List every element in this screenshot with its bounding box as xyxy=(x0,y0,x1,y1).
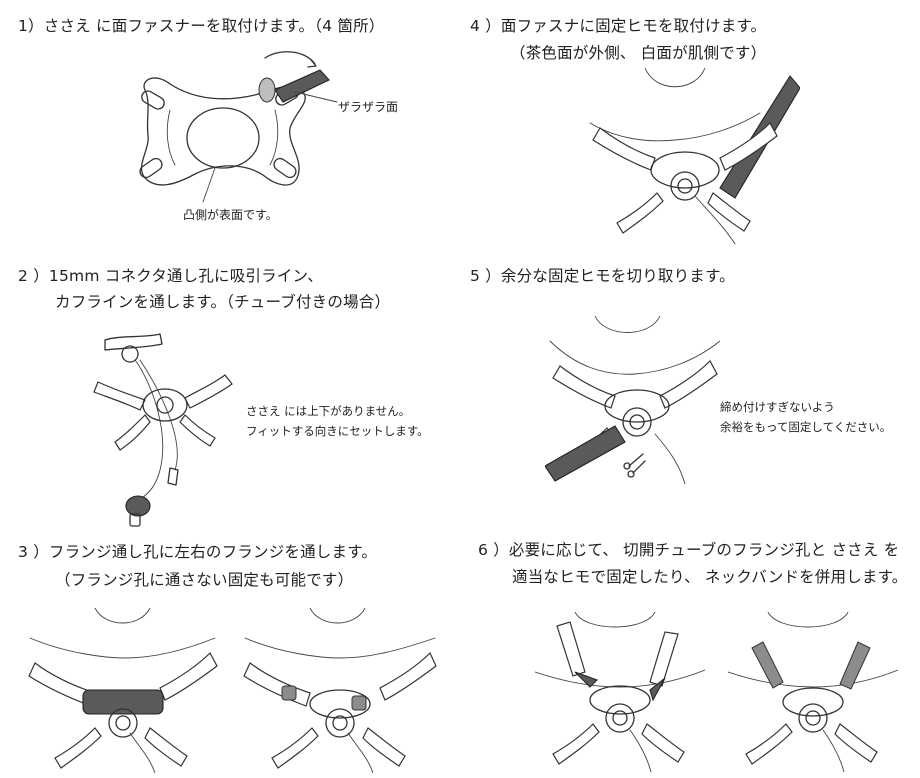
step-6-title: 6 ）必要に応じて、 切開チューブのフランジ孔と ささえ を xyxy=(478,538,899,560)
step-4-line1: 面ファスナに固定ヒモを取付けます。 xyxy=(500,17,767,35)
step-5-note-line2: 余裕をもって固定してください。 xyxy=(720,420,892,434)
step-6-number: 6 ） xyxy=(478,541,509,559)
step-2-title: 2 ）15mm コネクタ通し孔に吸引ライン、 xyxy=(18,264,323,286)
step-6-line2: 適当なヒモで固定したり、 ネックバンドを併用します。 xyxy=(512,568,908,586)
step-5-note-line1: 締め付けすぎないよう xyxy=(720,400,835,414)
step-1-number: 1） xyxy=(18,17,44,35)
step-1-line1: ささえ に面ファスナーを取付けます。（4 箇所） xyxy=(43,17,385,35)
flange-alt-illustration xyxy=(243,608,437,773)
flange-through-illustration xyxy=(28,608,218,773)
step-3-line1: フランジ通し孔に左右のフランジを通します。 xyxy=(48,543,378,561)
step-4-number: 4 ） xyxy=(470,17,501,35)
step-2-note-line2: フィットする向きにセットします。 xyxy=(246,424,429,438)
step-2-line1: 15mm コネクタ通し孔に吸引ライン、 xyxy=(48,267,323,285)
support-plate-illustration xyxy=(139,51,338,203)
step-5-title: 5 ）余分な固定ヒモを切り取ります。 xyxy=(470,264,735,286)
step-3-line2: （フランジ孔に通さない固定も可能です） xyxy=(55,571,354,589)
step-6-line1: 必要に応じて、 切開チューブのフランジ孔と ささえ を xyxy=(508,541,900,559)
tie-fix-illustration xyxy=(535,612,705,772)
step-5-number: 5 ） xyxy=(470,267,501,285)
rough-side-label: ザラザラ面 xyxy=(338,100,399,114)
strap-cut-illustration xyxy=(545,316,720,484)
step-3-title: 3 ）フランジ通し孔に左右のフランジを通します。 xyxy=(18,540,377,562)
step-2-line2: カフラインを通します。（チューブ付きの場合） xyxy=(55,293,391,311)
step-3-number: 3 ） xyxy=(18,543,49,561)
step-2-note-line1: ささえ には上下がありません。 xyxy=(246,404,411,418)
strap-attach-illustration xyxy=(589,68,800,245)
step-2-number: 2 ） xyxy=(18,267,49,285)
step-4-title: 4 ）面ファスナに固定ヒモを取付けます。 xyxy=(470,14,766,36)
step-4-line2: （茶色面が外側、 白面が肌側です） xyxy=(510,44,767,62)
step-1-title: 1）ささえ に面ファスナーを取付けます。（4 箇所） xyxy=(18,14,384,36)
step-5-line1: 余分な固定ヒモを切り取ります。 xyxy=(500,267,735,285)
tube-with-lines-illustration xyxy=(93,333,233,527)
convex-side-label: 凸側が表面です。 xyxy=(183,208,278,222)
neckband-illustration xyxy=(728,612,898,772)
